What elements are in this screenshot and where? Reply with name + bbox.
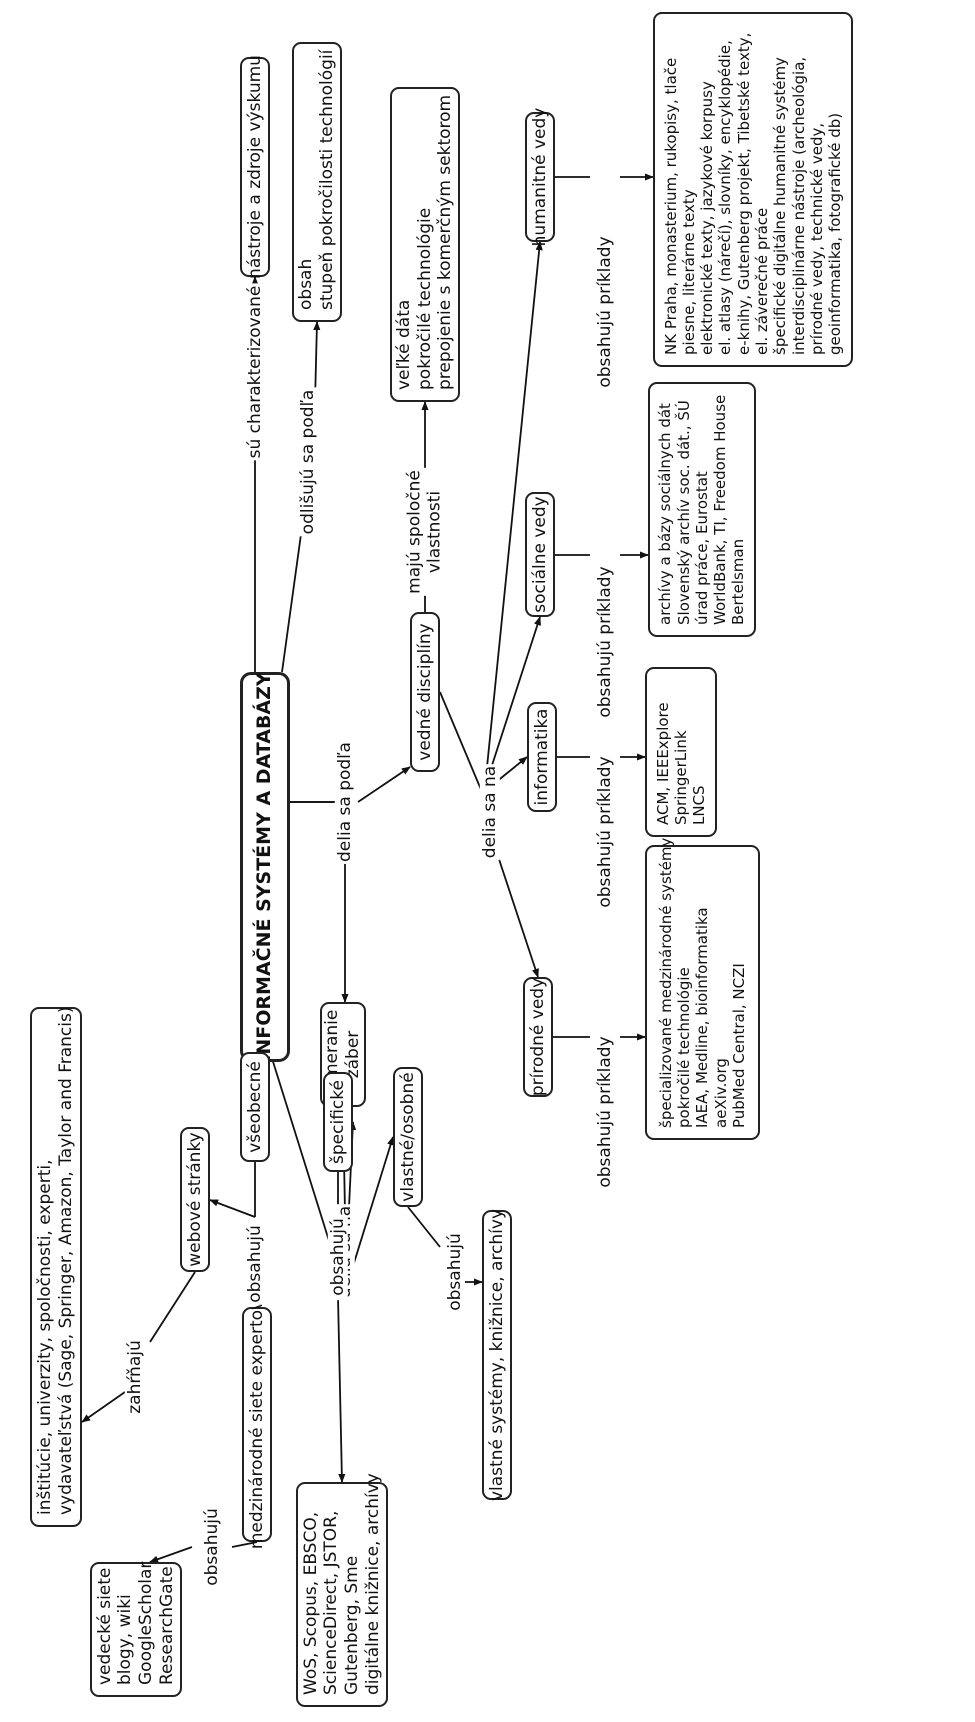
humanities-example-line: e-knihy, Gutenberg projekt, Tibetské tex… xyxy=(734,32,753,355)
edge-own-to-contains xyxy=(407,1206,441,1248)
institutions-node: inštitúcie, univerzity, spoločnosti, exp… xyxy=(30,1007,82,1527)
properties-line: prepojenie s komerčným sektorom xyxy=(435,94,456,390)
humanities-example-line: geoinformatika, fotografické db) xyxy=(826,112,845,355)
humanities-example-line: interdisciplinárne nástroje (archeológia… xyxy=(789,56,808,355)
humanities-example-line: NK Praha, monasterium, rukopisy, tlače xyxy=(661,57,680,355)
edge-label-characterized: sú charakterizované xyxy=(244,283,266,461)
informatics-example-line: LNCS xyxy=(690,785,709,825)
own-systems-node: vlastné systémy, knižnice, archívy xyxy=(482,1209,512,1501)
content-tech-node: obsah stupeň pokročilosti technológií xyxy=(292,42,342,322)
humanities-example-line: el. atlasy (nárečí), slovníky, encyklopé… xyxy=(716,40,735,355)
edge-label-differ-by: odlišujú sa podľa xyxy=(297,387,319,537)
properties-line: veľké dáta xyxy=(393,299,414,390)
edge-label-examples-natural: obsahujú príklady xyxy=(594,1034,616,1190)
edge-root-to-differ xyxy=(281,526,303,673)
social-example-line: Slovenský archív soc. dát., ŠÚ xyxy=(674,400,693,625)
social-example-line: Bertelsman xyxy=(729,538,748,625)
humanities-example-line: špecifické digitálne humanitné systémy xyxy=(771,57,790,355)
humanities-node: humanitné vedy xyxy=(525,108,555,246)
social-example-line: WorldBank, TI, Freedom House xyxy=(711,394,730,625)
natural-example-line: PubMed Central, NCZI xyxy=(729,963,748,1128)
focus-line: záber xyxy=(343,1030,363,1079)
humanities-example-line: elektronické texty, jazykové korpusy xyxy=(698,81,717,355)
scientific-networks-node: vedecké siete blogy, wiki GoogleScholar … xyxy=(90,1562,182,1697)
edge-label-contains-own: obsahujú xyxy=(444,1231,466,1313)
informatics-examples-node: ACM, IEEExplore SpringerLink LNCS xyxy=(645,667,717,837)
natural-example-line: aeXiv.org xyxy=(711,1058,730,1128)
edge-label-include: zahŕňajú xyxy=(124,1338,146,1416)
tools-node: nástroje a zdroje výskumu xyxy=(240,55,270,279)
social-example-line: úrad práce, Eurostat xyxy=(692,471,711,625)
expert-networks-node: medzinárodné siete expertov xyxy=(242,1300,272,1549)
edge-label-contains-specific: obsahujú xyxy=(327,1216,349,1298)
edge-contains-to-websites xyxy=(209,1199,256,1218)
edge-label-share-line: majú spoločné xyxy=(404,470,425,594)
edge-label-divided-by: delia sa podľa xyxy=(334,740,356,864)
natural-example-line: pokročilé technológie xyxy=(675,967,694,1128)
databases-line: Gutenberg, Sme xyxy=(342,1555,362,1695)
edge-divided-to-social xyxy=(484,616,541,788)
edge-label-share-line: vlastnosti xyxy=(425,490,445,574)
natural-examples-node: špecializované medzinárodné systémy pokr… xyxy=(645,838,760,1140)
edge-label-divided-into-disciplines: delia sa na xyxy=(479,763,501,861)
social-node: sociálne vedy xyxy=(525,492,555,617)
scientific-networks-line: vedecké siete xyxy=(94,1567,115,1685)
informatics-example-line: SpringerLink xyxy=(671,730,690,825)
content-tech-line: stupeň pokročilosti technológií xyxy=(317,49,337,310)
content-tech-line: obsah xyxy=(296,258,317,310)
edge-label-contains-experts: obsahujú xyxy=(201,1506,223,1588)
general-node: všeobecné xyxy=(240,1052,270,1162)
humanities-example-line: el. záverečné práce xyxy=(753,207,771,355)
edge-contains-to-scientific xyxy=(149,1546,193,1563)
root-node: INFORMAČNÉ SYSTÉMY A DATABÁZY xyxy=(240,672,290,1062)
own-node: vlastné/osobné xyxy=(393,1067,423,1207)
edge-websites-to-include xyxy=(149,1271,196,1343)
informatics-example-line: ACM, IEEExplore xyxy=(653,702,672,825)
humanities-example-line: prírodné vedy, technické vedy, xyxy=(807,122,826,355)
databases-line: WoS, Scopus, EBSCO, xyxy=(300,1511,321,1695)
natural-example-line: IAEA, Medline, bioinformatika xyxy=(693,907,712,1128)
disciplines-node: vedné disciplíny xyxy=(410,612,440,772)
databases-line: ScienceDirect, JSTOR, xyxy=(321,1510,342,1695)
websites-node: webové stránky xyxy=(180,1127,210,1272)
properties-line: pokročilé technológie xyxy=(414,207,435,390)
edge-disciplines-to-divided xyxy=(439,691,483,793)
edge-experts-to-contains xyxy=(231,1541,258,1548)
databases-line: digitálne knižnice, archívy xyxy=(362,1473,383,1695)
humanities-examples-node: NK Praha, monasterium, rukopisy, tlače p… xyxy=(653,12,853,367)
edge-include-to-institutions xyxy=(81,1391,126,1423)
edge-label-share-properties: majú spoločné vlastnosti xyxy=(404,468,446,596)
edge-divided-by-to-disciplines xyxy=(357,766,411,803)
edge-label-examples-social: obsahujú príklady xyxy=(594,564,616,720)
edge-divided-to-humanities xyxy=(484,241,543,788)
natural-node: prírodné vedy xyxy=(523,977,553,1097)
institutions-line: inštitúcie, univerzity, spoločnosti, exp… xyxy=(35,1159,56,1515)
scientific-networks-line: GoogleScholar xyxy=(136,1561,156,1685)
edge-label-examples-informatics: obsahujú príklady xyxy=(594,754,616,910)
databases-node: WoS, Scopus, EBSCO, ScienceDirect, JSTOR… xyxy=(296,1473,388,1707)
social-examples-node: archívy a bázy sociálnych dát Slovenský … xyxy=(648,382,756,637)
social-example-line: archívy a bázy sociálnych dát xyxy=(656,403,675,625)
edge-label-examples-humanities: obsahujú príklady xyxy=(594,234,616,390)
edge-label-contains-general: obsahujú xyxy=(244,1223,266,1305)
informatics-node: informatika xyxy=(527,702,557,812)
properties-node: veľké dáta pokročilé technológie prepoje… xyxy=(390,87,460,402)
edge-contains-to-databases xyxy=(337,1296,346,1483)
specific-node: špecifické xyxy=(323,1072,353,1172)
scientific-networks-line: ResearchGate xyxy=(156,1566,177,1685)
scientific-networks-line: blogy, wiki xyxy=(115,1594,136,1685)
humanities-example-line: piesne, literárne texty xyxy=(679,189,698,355)
natural-example-line: špecializované medzinárodné systémy xyxy=(656,837,675,1128)
institutions-line: vydavateľstvá (Sage, Springer, Amazon, T… xyxy=(56,1006,76,1515)
